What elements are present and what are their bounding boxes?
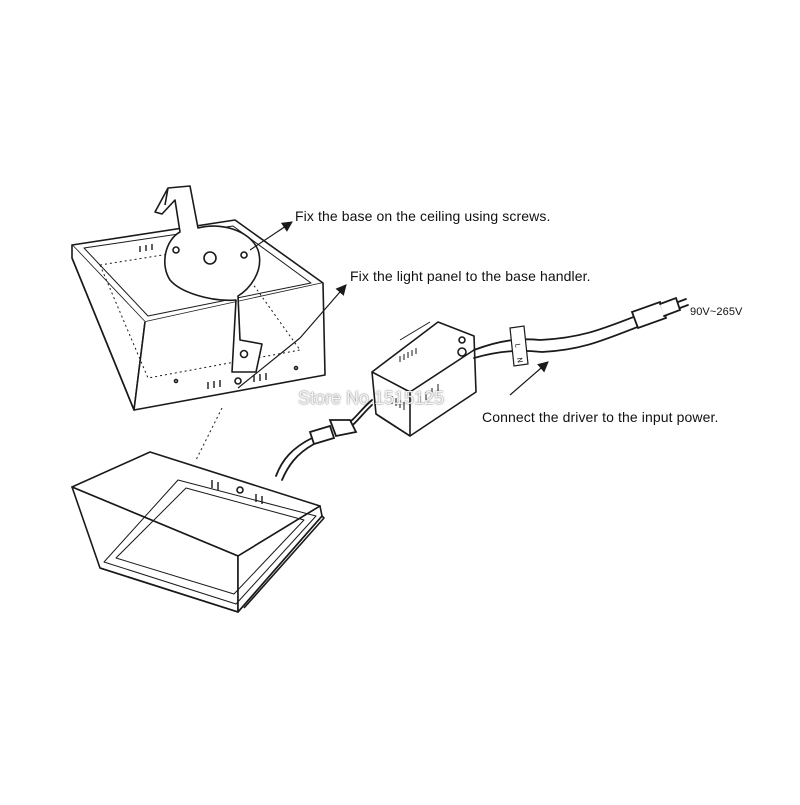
cables xyxy=(275,296,689,481)
arrow-fix-panel-start xyxy=(237,337,301,389)
store-watermark: Store No.1515125 xyxy=(298,388,445,408)
annotation-connect-driver: Connect the driver to the input power. xyxy=(482,409,719,425)
live-mark: L xyxy=(513,343,522,348)
neutral-mark: N xyxy=(515,357,524,364)
mounting-base xyxy=(71,219,326,411)
voltage-label: 90V~265V xyxy=(690,306,743,318)
led-driver xyxy=(371,321,477,437)
arrow-fix-base xyxy=(249,221,293,251)
annotation-fix-panel: Fix the light panel to the base handler. xyxy=(350,268,591,284)
mounting-bracket xyxy=(154,185,263,373)
light-panel xyxy=(71,451,325,613)
annotation-fix-base: Fix the base on the ceiling using screws… xyxy=(295,208,551,224)
arrow-connect-driver xyxy=(509,361,549,396)
alignment-guide xyxy=(195,407,223,461)
arrow-fix-panel xyxy=(299,284,347,339)
